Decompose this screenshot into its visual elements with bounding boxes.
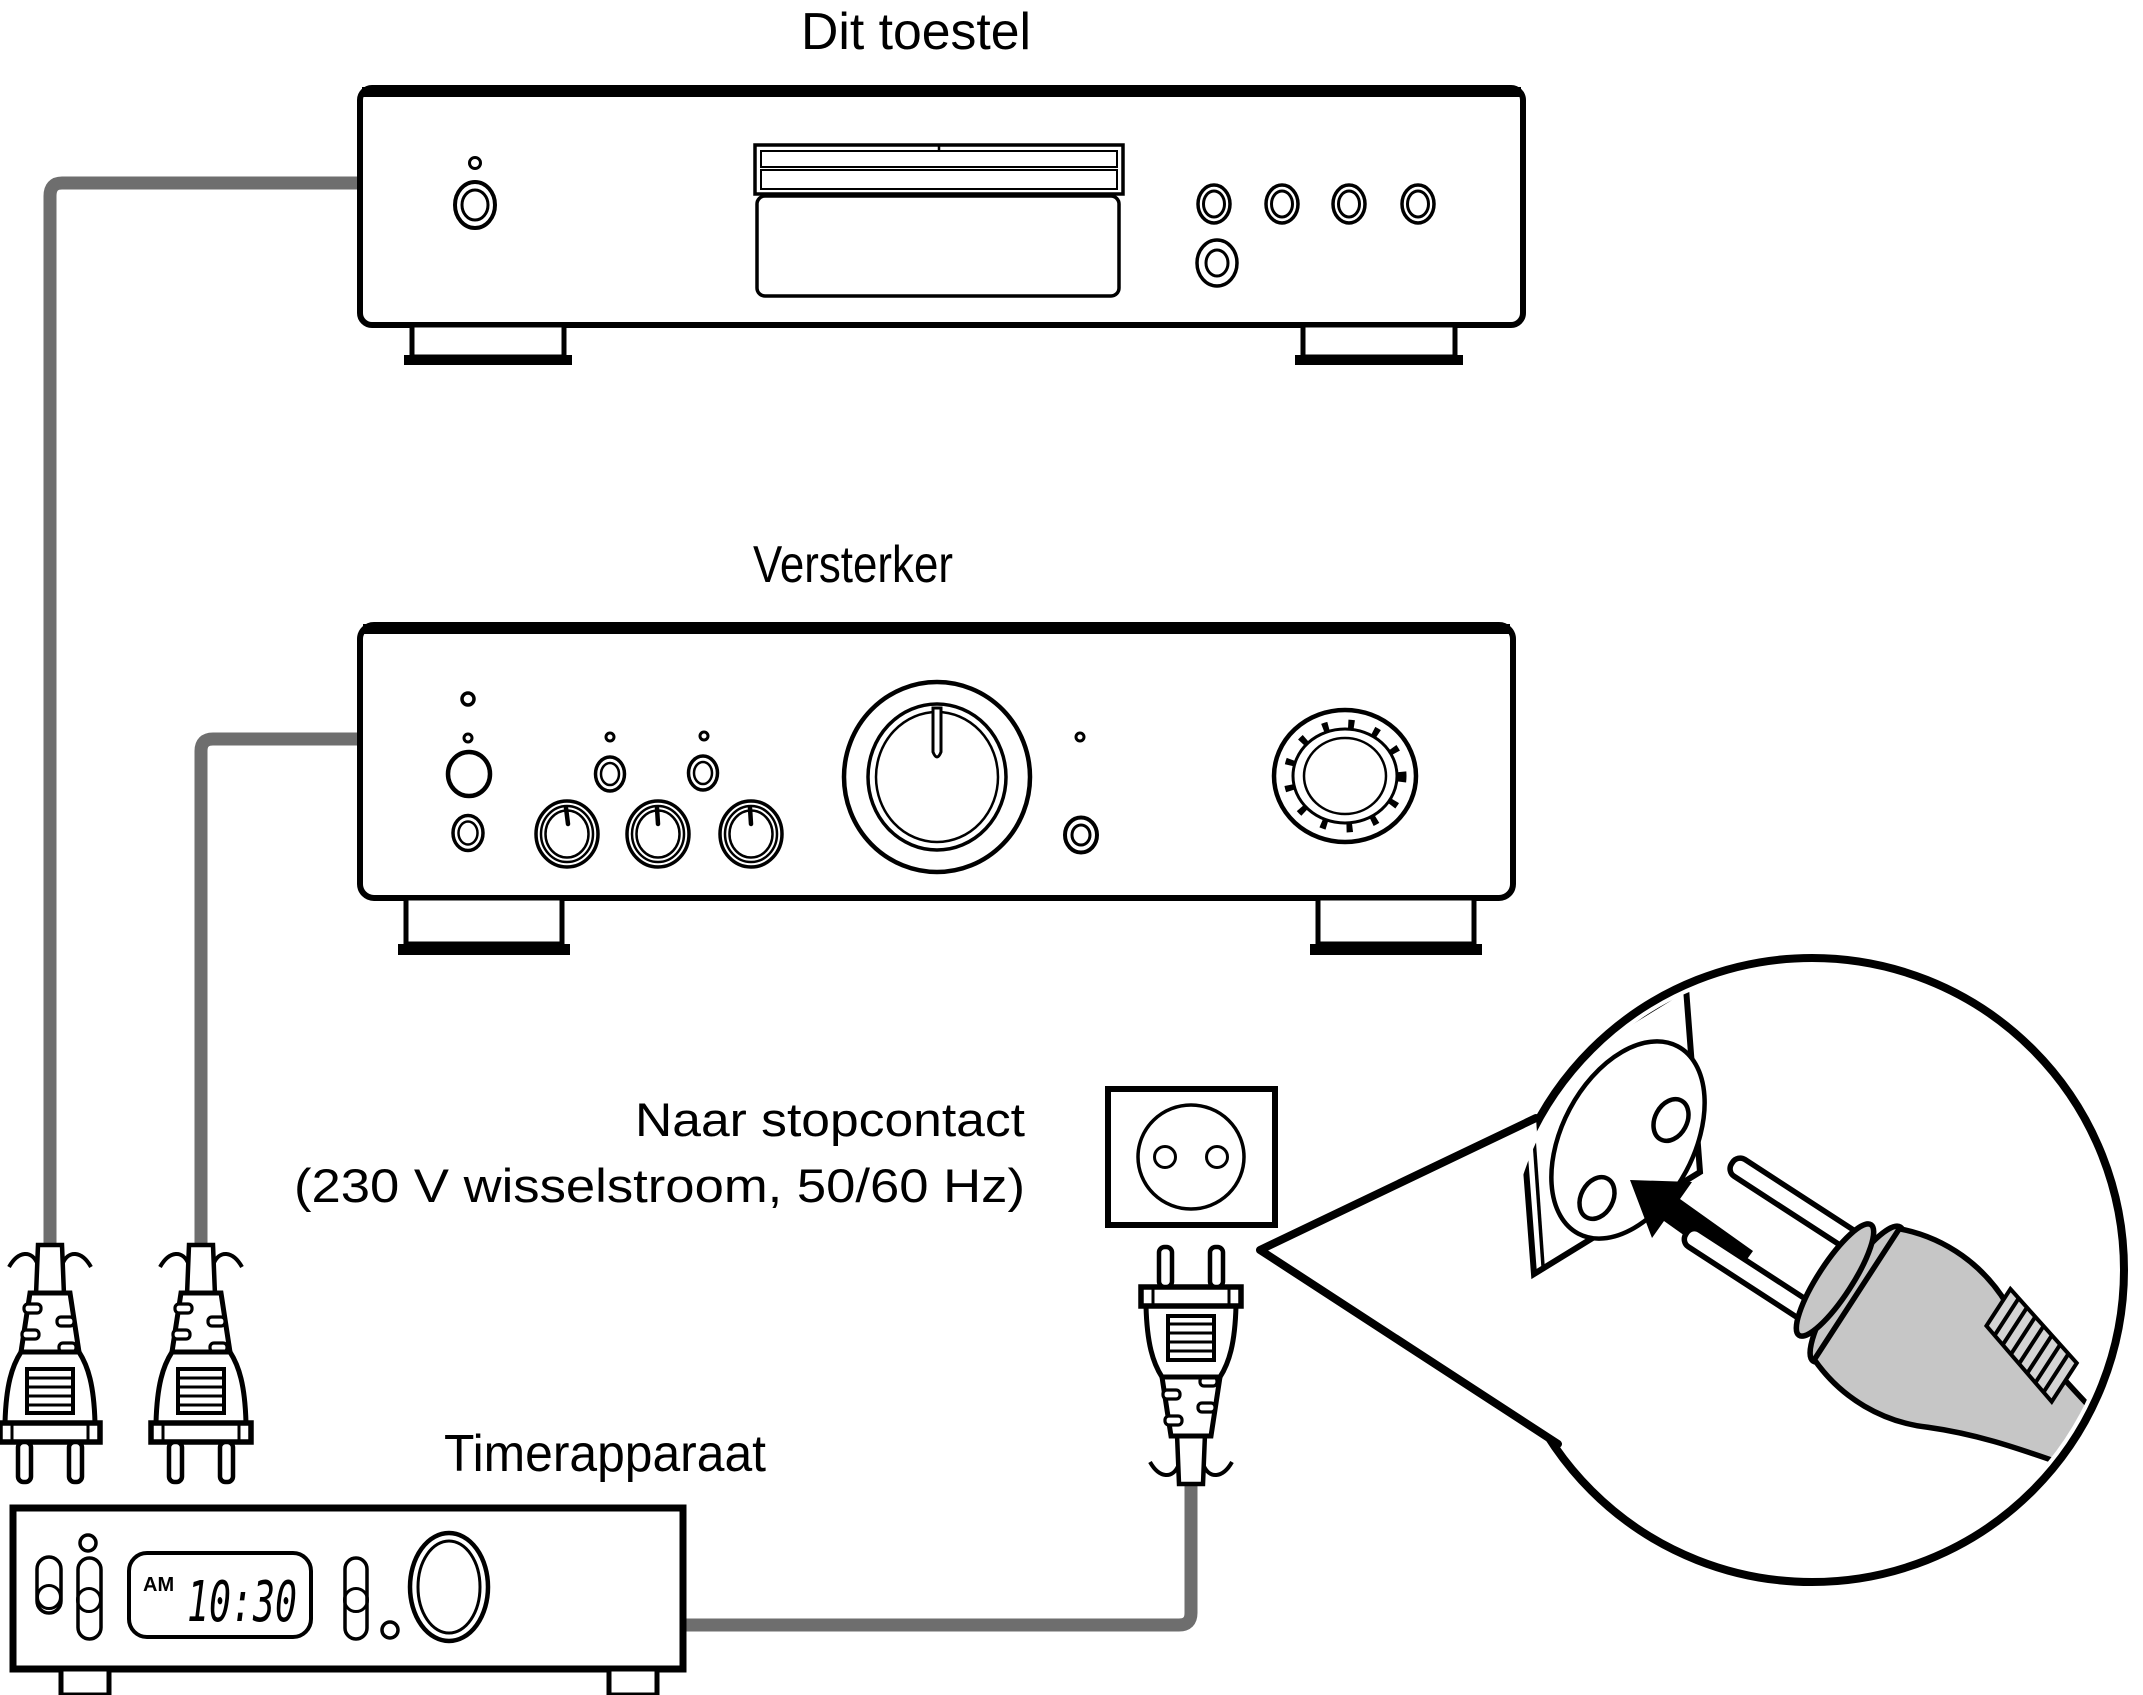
amplifier-cord [194, 732, 360, 1252]
amp-tone-knobs-icon [534, 799, 784, 869]
amp-phones-jack-icon [451, 813, 485, 853]
power-plug-icon [151, 1245, 251, 1482]
timer-switch-icon [35, 1555, 63, 1615]
outlet-label-line1: Naar stopcontact [635, 1093, 1025, 1146]
amplifier-figure: Versterker [357, 536, 1516, 955]
callout-tail [1260, 1118, 1558, 1444]
timer-dial-icon [407, 1530, 491, 1644]
cd-player-label: Dit toestel [801, 3, 1031, 61]
cd-transport-buttons-icon [1195, 183, 1436, 288]
power-plug-icon [0, 1245, 100, 1482]
clock-period: AM [143, 1574, 174, 1596]
timer-dot-icon [380, 1620, 400, 1640]
timer-switch-icon [343, 1556, 369, 1641]
timer-clock-display: AM 10:30 [127, 1551, 313, 1639]
outlet-annotation: Naar stopcontact (230 V wisselstroom, 50… [294, 1086, 1278, 1228]
timer-chassis [9, 1504, 687, 1673]
amp-selector-button-icon [1063, 815, 1099, 855]
amp-led-icon [460, 691, 476, 707]
cd-disc-tray-icon [753, 143, 1125, 298]
timer-switch-icon [76, 1556, 103, 1641]
power-plug-icon [1141, 1247, 1241, 1484]
amplifier-label: Versterker [753, 536, 953, 594]
amp-input-knob-icon [1271, 707, 1419, 845]
wall-outlet-icon [1105, 1086, 1278, 1228]
amp-feet [398, 895, 1482, 955]
timer-label: Timerapparaat [444, 1425, 767, 1483]
cd-power-led-icon [468, 156, 482, 170]
timer-cord [680, 1472, 1198, 1632]
callout-balloon [1256, 954, 2128, 1586]
cd-player-cord [43, 176, 360, 1252]
cd-player-figure: Dit toestel [357, 3, 1526, 365]
amp-small-buttons-icon [593, 754, 720, 793]
cd-power-button-icon [453, 180, 497, 230]
amplifier-chassis [357, 622, 1516, 901]
cd-feet [404, 322, 1463, 365]
amp-power-button-icon [445, 749, 493, 799]
amp-volume-knob-icon [841, 679, 1033, 875]
power-cords [43, 176, 1198, 1632]
outlet-label-line2: (230 V wisselstroom, 50/60 Hz) [294, 1159, 1025, 1212]
timer-feet [58, 1666, 660, 1695]
timer-figure: Timerapparaat AM 10:30 [9, 1425, 767, 1695]
timer-led-icon [78, 1533, 98, 1553]
clock-time: 10:30 [187, 1570, 297, 1635]
